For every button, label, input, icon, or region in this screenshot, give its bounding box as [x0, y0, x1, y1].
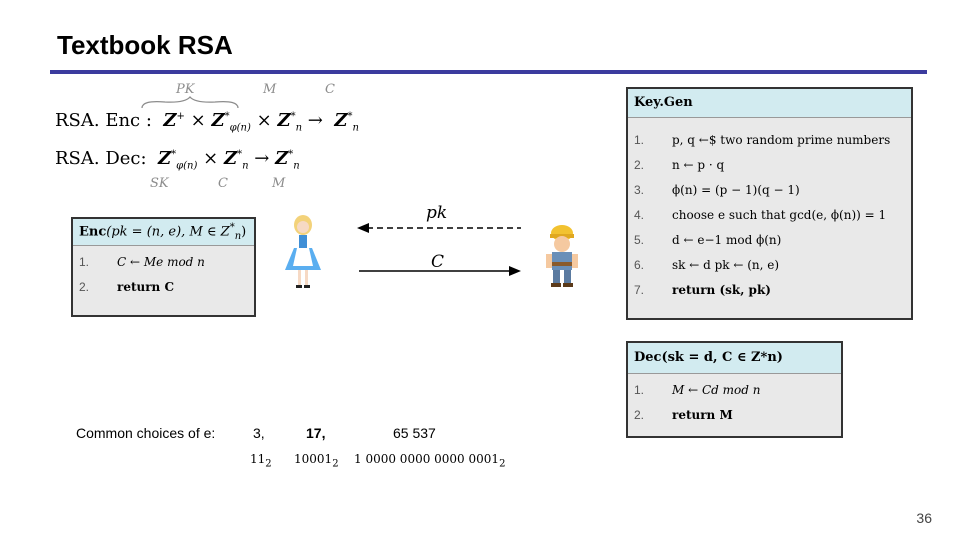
keygen-line-6: 6.sk ← d pk ← (n, e) — [634, 258, 780, 272]
enc-box-header: Enc(pk = (n, e), M ∈ Z*n) — [73, 219, 254, 246]
binary-65537: 1 0000 0000 0000 00012 — [354, 452, 506, 470]
rsa-dec-name: RSA. Dec: — [55, 148, 147, 169]
c-label: C — [431, 252, 445, 272]
binary-3: 112 — [250, 452, 272, 470]
title-divider — [50, 70, 927, 74]
choice-value-3: 3, — [253, 425, 265, 441]
keygen-line-1: 1.p, q ←$ two random prime numbers — [634, 133, 891, 147]
label-m-top: M — [263, 82, 277, 97]
choice-value-17: 17, — [306, 425, 326, 441]
bob-figure-icon — [546, 225, 578, 287]
rsa-dec-signature: RSA. Dec: Z*φ(n) × Z*n → Z*n — [55, 148, 300, 172]
enc-line-2: 2.return C — [79, 279, 174, 294]
brace-icon — [141, 96, 239, 109]
pk-label: pk — [426, 203, 448, 223]
label-c-top: C — [325, 82, 335, 97]
keygen-line-7: 7.return (sk, pk) — [634, 283, 771, 297]
choice-value-65537: 65 537 — [393, 425, 436, 441]
page-title: Textbook RSA — [57, 30, 233, 60]
label-c-bottom: C — [218, 176, 228, 191]
enc-algorithm-box: Enc(pk = (n, e), M ∈ Z*n) 1.C ← Me mod n… — [71, 217, 256, 317]
page-number: 36 — [916, 510, 932, 526]
binary-17: 100012 — [294, 452, 339, 470]
keygen-line-5: 5.d ← e−1 mod ϕ(n) — [634, 233, 782, 247]
keygen-line-2: 2.n ← p · q — [634, 158, 725, 172]
keygen-box-header: Key.Gen — [628, 89, 911, 118]
dec-line-1: 1.M ← Cd mod n — [634, 383, 761, 397]
alice-figure-icon — [285, 215, 321, 288]
label-sk: SK — [150, 176, 169, 191]
rsa-enc-name: RSA. Enc : — [55, 110, 152, 131]
keygen-line-4: 4.choose e such that gcd(e, ϕ(n)) = 1 — [634, 208, 887, 222]
dec-algorithm-box: Dec(sk = d, C ∈ Z*n) 1.M ← Cd mod n 2.re… — [626, 341, 843, 438]
keygen-algorithm-box: Key.Gen 1.p, q ←$ two random prime numbe… — [626, 87, 913, 320]
channel-arrows — [357, 223, 521, 276]
dec-box-header: Dec(sk = d, C ∈ Z*n) — [628, 343, 841, 374]
enc-line-1: 1.C ← Me mod n — [79, 254, 205, 269]
label-m-bottom: M — [272, 176, 286, 191]
keygen-line-3: 3.ϕ(n) = (p − 1)(q − 1) — [634, 183, 800, 197]
rsa-enc-signature: RSA. Enc : Z+ × Z*φ(n) × Z*n → Z*n — [55, 110, 359, 134]
common-choices-label: Common choices of e: — [76, 425, 216, 441]
dec-line-2: 2.return M — [634, 408, 733, 422]
label-pk: PK — [176, 82, 195, 97]
